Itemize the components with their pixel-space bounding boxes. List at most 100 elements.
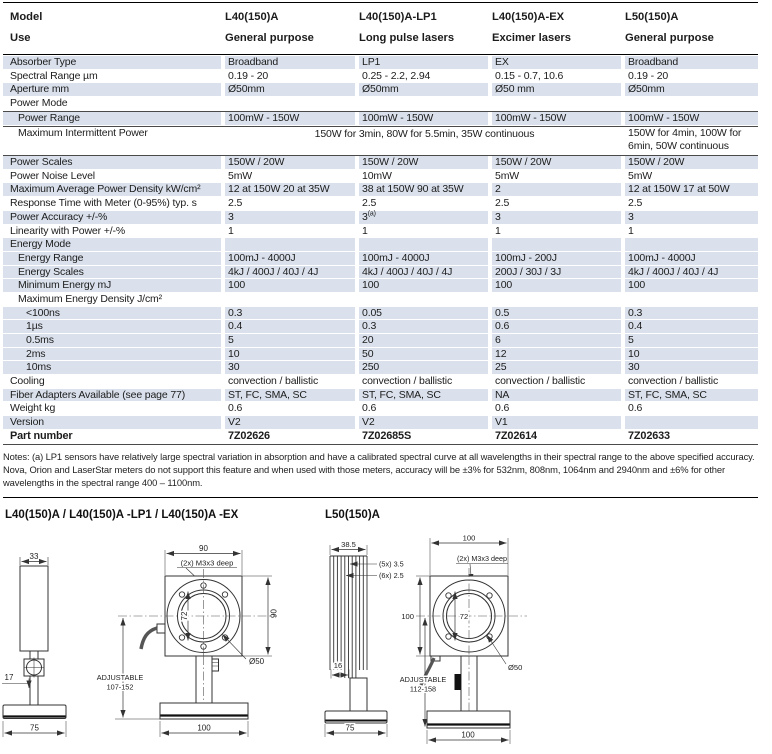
dim-l50side-base: 75 (346, 724, 355, 733)
row-label: Spectral Range µm (10, 69, 98, 82)
cell-value: 1 (495, 224, 501, 237)
row-label: Power Scales (3, 156, 221, 169)
dim-l50front-height: 100 (401, 612, 414, 621)
drawing-title-l50: L50(150)A (325, 509, 380, 521)
screw-note: (2x) M3x3 deep (181, 559, 234, 568)
cell-value: 100mW - 150W (359, 112, 488, 125)
dim-l50-aperture-inner: 72 (460, 612, 468, 621)
cell-value: EX (492, 56, 621, 69)
l50-adjustable-range: 112-158 (410, 685, 436, 694)
cell-value: 100mJ - 4000J (625, 251, 758, 265)
cell-value: 150W / 20W (625, 156, 758, 169)
header-model-col4: L50(150)A (625, 11, 679, 23)
cell-value: 100 (492, 279, 621, 292)
cell-value: 5 (625, 334, 758, 347)
dim-aperture-dia: Ø50 (249, 657, 265, 666)
cell-value: 5mW (228, 169, 253, 182)
header-model-label: Model (10, 11, 43, 23)
dim-fin-pitch-b: (6x) 2.5 (379, 571, 404, 580)
cell-value: 1 (628, 224, 634, 237)
row-label: Linearity with Power +/-% (10, 224, 126, 237)
cell-value: 10 (625, 347, 758, 361)
header-use-col2: Long pulse lasers (359, 32, 455, 44)
cell-value: 100 (625, 279, 758, 292)
cell-value: Ø50mm (625, 83, 758, 97)
cell-value: 3 (225, 210, 355, 224)
cell-value: 30 (625, 361, 758, 375)
cell-value: 7Z02626 (228, 429, 270, 442)
cell-value: 150W / 20W (359, 156, 488, 169)
row-label: 0.5ms (3, 334, 221, 347)
cell-value: 2.5 (495, 197, 510, 210)
use-row: Use General purpose Long pulse lasers Ex… (3, 28, 758, 49)
dim-fin-pitch-a: (5x) 3.5 (379, 560, 404, 569)
header-use-col4: General purpose (625, 32, 714, 44)
cell-value: 100 (225, 279, 355, 292)
cell-value: 38 at 150W 90 at 35W (359, 183, 488, 197)
cell-value: 2.5 (628, 197, 643, 210)
dim-side-width: 33 (30, 552, 39, 561)
cell-value: Ø50mm (225, 83, 355, 97)
cell-value: ST, FC, SMA, SC (359, 388, 488, 402)
cell-value-text: 3 (362, 210, 368, 223)
cell-value (492, 97, 621, 110)
cell-value: V1 (492, 416, 621, 429)
cell-value: 0.6 (362, 402, 377, 415)
row-label: 2ms (3, 347, 221, 361)
row-label: Power Noise Level (10, 169, 95, 182)
drawing-title-l40: L40(150)A / L40(150)A -LP1 / L40(150)A -… (5, 509, 239, 521)
dim-front-height: 90 (270, 609, 279, 618)
l50-front-view (416, 538, 527, 744)
cell-value: 10mW (362, 169, 392, 182)
row-label: Response Time with Meter (0-95%) typ. s (10, 197, 197, 210)
cell-value: V2 (225, 416, 355, 429)
cell-value: 100 (359, 279, 488, 292)
row-label: Minimum Energy mJ (3, 279, 221, 292)
cell-value: NA (492, 388, 621, 402)
row-label: Energy Mode (3, 238, 221, 251)
row-label: Maximum Average Power Density kW/cm² (3, 183, 221, 197)
cell-value: 0.5 (492, 306, 621, 320)
row-label: Aperture mm (3, 83, 221, 97)
cell-value: 100mW - 150W (625, 112, 758, 125)
l50-side-view (324, 545, 388, 737)
cell-value: convection / ballistic (362, 375, 453, 388)
cell-value (625, 293, 758, 306)
table-row: Power Scales 150W / 20W 150W / 20W 150W / 2… (3, 156, 758, 170)
cell-value: 0.3 (225, 306, 355, 320)
cell-value: 150W / 20W (225, 156, 355, 169)
cell-value: 5mW (495, 169, 520, 182)
cell-value (625, 97, 758, 110)
cell-value (359, 238, 488, 251)
cell-value: 100mJ - 200J (492, 251, 621, 265)
merged-value: 150W for 3min, 80W for 5.5min, 35W conti… (314, 128, 535, 141)
cell-value: 20 (359, 334, 488, 347)
row-label: <100ns (3, 306, 221, 320)
cell-value: 30 (225, 361, 355, 375)
cell-value: 1 (228, 224, 234, 237)
row-label: 10ms (3, 361, 221, 375)
footnote-marker: (a) (367, 210, 376, 218)
cell-value: 50 (359, 347, 488, 361)
cell-value: 0.19 - 20 (228, 69, 269, 82)
header-model-col1: L40(150)A (225, 11, 279, 23)
dim-clamp-offset: 17 (5, 673, 14, 682)
cell-value: convection / ballistic (495, 375, 586, 388)
table-row: Power Mode (3, 97, 758, 113)
cell-value: 10 (225, 347, 355, 361)
dim-fin-depth: 16 (334, 661, 342, 670)
cell-value: 4kJ / 400J / 40J / 4J (225, 265, 355, 279)
cell-value: Broadband (225, 56, 355, 69)
